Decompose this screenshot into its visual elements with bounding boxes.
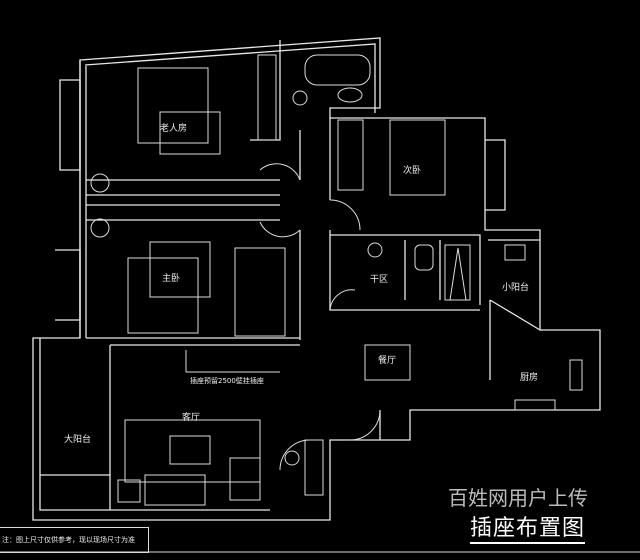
shower <box>444 244 471 301</box>
walls <box>32 37 601 521</box>
washer <box>504 244 526 261</box>
coffee-table <box>169 435 211 465</box>
wardrobe-elder <box>257 54 277 141</box>
furniture <box>90 54 583 506</box>
bed-elder-room <box>137 67 209 144</box>
wardrobe-master <box>234 247 286 337</box>
rug-master <box>149 241 211 298</box>
room-label-elder-room: 老人房 <box>160 124 188 134</box>
room-label-master-bedroom: 主卧 <box>162 274 181 284</box>
room-label-kitchen: 厨房 <box>520 373 539 383</box>
annotation-leader <box>185 350 280 373</box>
dry-area-basin <box>367 242 383 258</box>
watermark: 百姓网用户上传 <box>448 486 588 510</box>
room-label-dry-area: 干区 <box>370 275 389 285</box>
side-table <box>117 479 141 503</box>
bathtub <box>304 54 371 86</box>
tv-cabinet <box>304 439 324 496</box>
toilet-2 <box>414 244 434 271</box>
room-label-small-balcony: 小阳台 <box>502 283 530 293</box>
room-label-living-room: 客厅 <box>182 413 201 423</box>
room-label-dining-room: 餐厅 <box>378 356 397 366</box>
kitchen-sink <box>569 359 583 391</box>
drawing-note: 注：图上尺寸仅供参考，现以现场尺寸为准 <box>0 527 149 553</box>
sofa <box>144 474 206 506</box>
dining-table <box>364 344 411 381</box>
wardrobe-second <box>337 119 364 191</box>
room-label-big-balcony: 大阳台 <box>64 435 92 445</box>
room-label-second-bedroom: 次卧 <box>403 166 422 176</box>
plant <box>284 450 300 466</box>
basin <box>292 90 308 106</box>
socket-annotation: 插座预留2500壁挂插座 <box>190 377 264 385</box>
rug-elder-room <box>159 111 221 155</box>
bed-second <box>389 119 446 196</box>
armchair <box>229 457 261 501</box>
doors <box>259 163 381 471</box>
bed-master <box>127 257 199 334</box>
drawing-title: 插座布置图 <box>470 516 586 544</box>
light-fixture <box>90 218 110 238</box>
stove <box>514 399 556 411</box>
living-rug <box>124 419 261 483</box>
toilet <box>337 87 363 103</box>
light-fixture <box>90 173 110 193</box>
